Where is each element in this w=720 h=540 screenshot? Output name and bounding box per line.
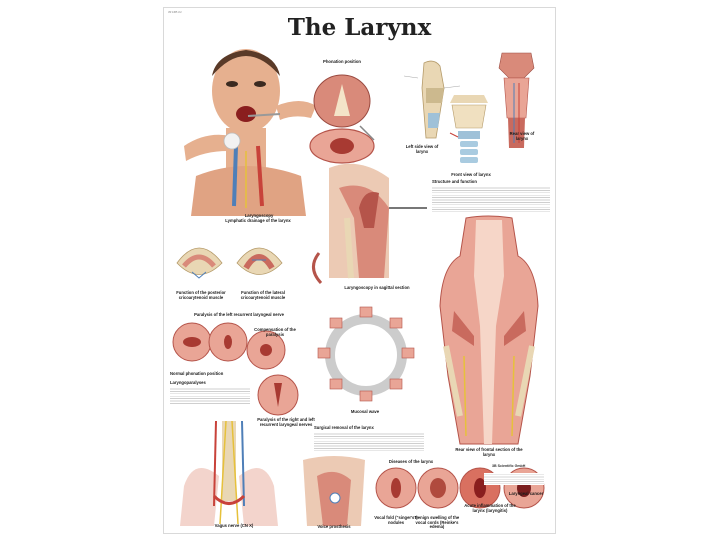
publisher-info-block [484,473,544,485]
posterior-caption: Function of the posterior cricoarytenoid… [176,290,226,300]
surgical-removal-text-block [314,432,424,452]
mucosal-wave-caption: Mucosal wave [350,409,380,414]
mucosal-wave-illustration [317,306,415,402]
laryngoparalyses-text-block [170,387,250,405]
left-side-caption: Left side view of larynx [405,144,439,154]
poster-code: VR 1365 UU [168,11,182,14]
vagus-nerve-illustration [180,420,278,526]
phonation-illustration [309,74,375,164]
paralysis-right-left-caption: Paralysis of the right and left recurren… [257,417,315,427]
laryngoscopy-caption: Laryngoscopy [244,213,274,218]
voice-prosthesis-illustration [303,456,365,526]
left-side-view-illustration [403,60,461,139]
compensation-caption: Compensation of the paralysis [254,327,296,337]
anatomy-poster: VR 1365 UU The Larynx Laryngoscopy Lymph… [163,7,556,534]
voice-prosthesis-caption: Voice prosthesis [317,524,351,529]
poster-title: The Larynx [287,14,432,41]
normal-phonation-caption: Normal phonation position [170,371,224,376]
posterior-muscle-illustration [176,247,223,279]
structure-function-heading: Structure and function [432,179,477,184]
phonation-caption: Phonation position [323,59,361,64]
sagittal-caption: Laryngoscopy in sagittal section [344,285,410,290]
frontal-section-illustration [439,215,539,445]
front-view-caption: Front view of larynx [451,172,491,177]
diseases-circles [375,467,545,509]
surgical-removal-heading: Surgical removal of the larynx [314,425,374,430]
laryngoscopy-illustration [184,49,316,216]
vocal-fold-caption: Vocal fold ("singer's") nodules [374,515,418,525]
diseases-heading: Diseases of the larynx [388,459,434,464]
paralysis-right-left-illustration [257,374,299,416]
paralysis-left-caption: Paralysis of the left recurrent laryngea… [194,312,284,317]
lateral-muscle-illustration [236,247,283,275]
rear-view-caption: Rear view of larynx [509,131,535,141]
vagus-caption: Vagus nerve (CN X) [214,523,254,528]
benign-swelling-caption: Benign swelling of the vocal cords (Rein… [414,515,460,530]
laryngoparalyses-heading: Laryngoparalyses [170,380,206,385]
acute-inflammation-caption: Acute inflammation of the larynx (laryng… [464,503,516,513]
paralysis-circles [172,322,286,370]
laryngeal-cancer-caption: Laryngeal cancer [508,491,544,496]
frontal-section-caption: Rear view of frontal section of the lary… [455,447,523,457]
front-view-illustration [449,95,488,163]
sagittal-section-illustration [312,163,427,285]
publisher-brand: 3B Scientific GmbH [492,464,526,468]
rear-view-illustration [498,52,535,148]
lateral-caption: Function of the lateral cricoarytenoid m… [240,290,286,300]
structure-function-text-block [432,186,550,212]
lymphatic-caption: Lymphatic drainage of the larynx [225,218,291,223]
